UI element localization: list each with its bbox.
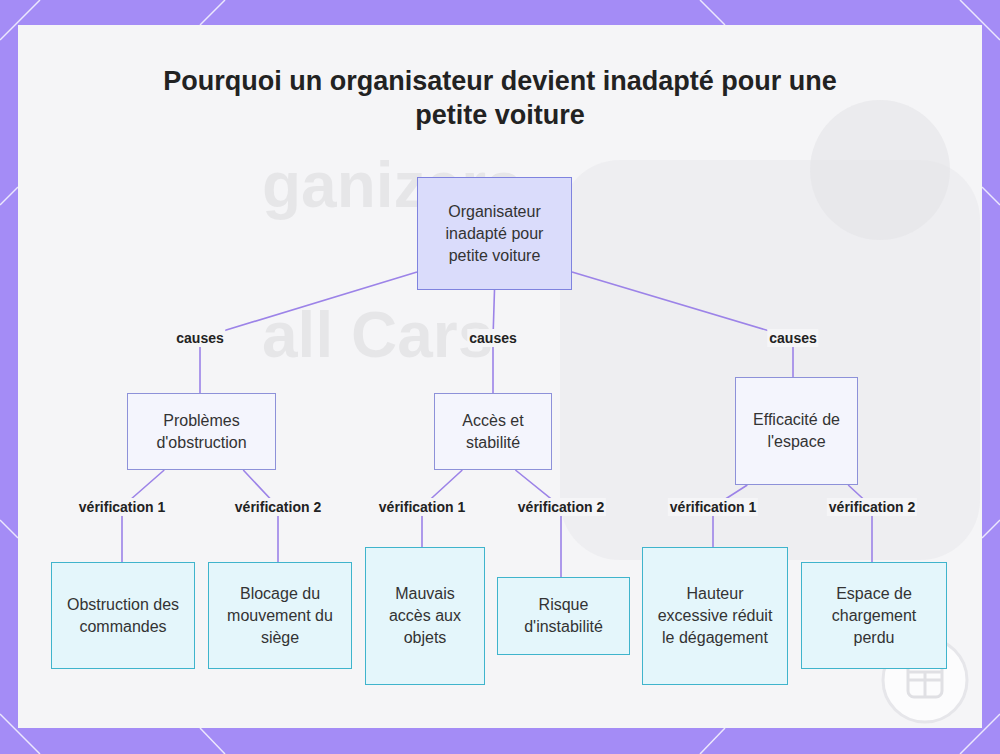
node-text: Organisateur inadapté pour petite voitur… xyxy=(442,201,547,267)
edge-label: vérification 1 xyxy=(77,498,167,516)
connector-line xyxy=(713,485,747,547)
node-text-group: Espace de chargement perdu xyxy=(814,583,934,649)
connector xyxy=(572,272,793,377)
connector xyxy=(200,272,417,393)
check-box: Mauvais accès aux objets xyxy=(365,547,485,685)
node-text-group: Risque d'instabilité xyxy=(510,594,617,638)
connector xyxy=(122,470,164,562)
node-text: Hauteur excessive réduit le dégagement xyxy=(655,583,775,649)
connector-line xyxy=(122,470,164,562)
connector xyxy=(515,470,561,577)
edge-label: causes xyxy=(174,329,225,347)
root-box: Organisateur inadapté pour petite voitur… xyxy=(417,177,572,290)
diagram-title: Pourquoi un organisateur devient inadapt… xyxy=(150,64,850,132)
edge-label: vérification 2 xyxy=(827,498,917,516)
node-text: Accès et stabilité xyxy=(447,410,539,454)
node-text: Espace de chargement perdu xyxy=(814,583,934,649)
node-text-group: Obstruction des commandes xyxy=(64,594,182,638)
cause-box: Problèmes d'obstruction xyxy=(127,393,276,470)
connector-line xyxy=(848,485,872,562)
edge-label: vérification 1 xyxy=(377,498,467,516)
edge-label: vérification 2 xyxy=(516,498,606,516)
check-box: Hauteur excessive réduit le dégagement xyxy=(642,547,788,685)
node-text: Risque d'instabilité xyxy=(510,594,617,638)
node-text-group: Efficacité de l'espace xyxy=(748,409,845,453)
connector-line xyxy=(515,470,561,577)
cause-box: Accès et stabilité xyxy=(434,393,552,470)
edge-label: vérification 2 xyxy=(233,498,323,516)
check-box: Espace de chargement perdu xyxy=(801,562,947,669)
node-text-group: Problèmes d'obstruction xyxy=(140,410,263,454)
edge-label: causes xyxy=(767,329,818,347)
connector xyxy=(848,485,872,562)
edge-label: causes xyxy=(467,329,518,347)
node-text: Mauvais accès aux objets xyxy=(378,583,472,649)
cause-box: Efficacité de l'espace xyxy=(735,377,858,485)
edge-label: vérification 1 xyxy=(668,498,758,516)
connector xyxy=(243,470,278,562)
node-text-group: Accès et stabilité xyxy=(447,410,539,454)
node-text: Efficacité de l'espace xyxy=(748,409,845,453)
node-text-group: Hauteur excessive réduit le dégagement xyxy=(655,583,775,649)
connector-line xyxy=(572,272,793,377)
connector-line xyxy=(243,470,278,562)
connector xyxy=(713,485,747,547)
check-box: Obstruction des commandes xyxy=(51,562,195,669)
node-text-group: Blocage du mouvement du siège xyxy=(221,583,339,649)
node-text: Obstruction des commandes xyxy=(64,594,182,638)
connector-line xyxy=(200,272,417,393)
node-text-group: Mauvais accès aux objets xyxy=(378,583,472,649)
node-text: Problèmes d'obstruction xyxy=(140,410,263,454)
node-text-group: Organisateur inadapté pour petite voitur… xyxy=(442,201,547,267)
node-text: Blocage du mouvement du siège xyxy=(221,583,339,649)
check-box: Blocage du mouvement du siège xyxy=(208,562,352,669)
check-box: Risque d'instabilité xyxy=(497,577,630,655)
